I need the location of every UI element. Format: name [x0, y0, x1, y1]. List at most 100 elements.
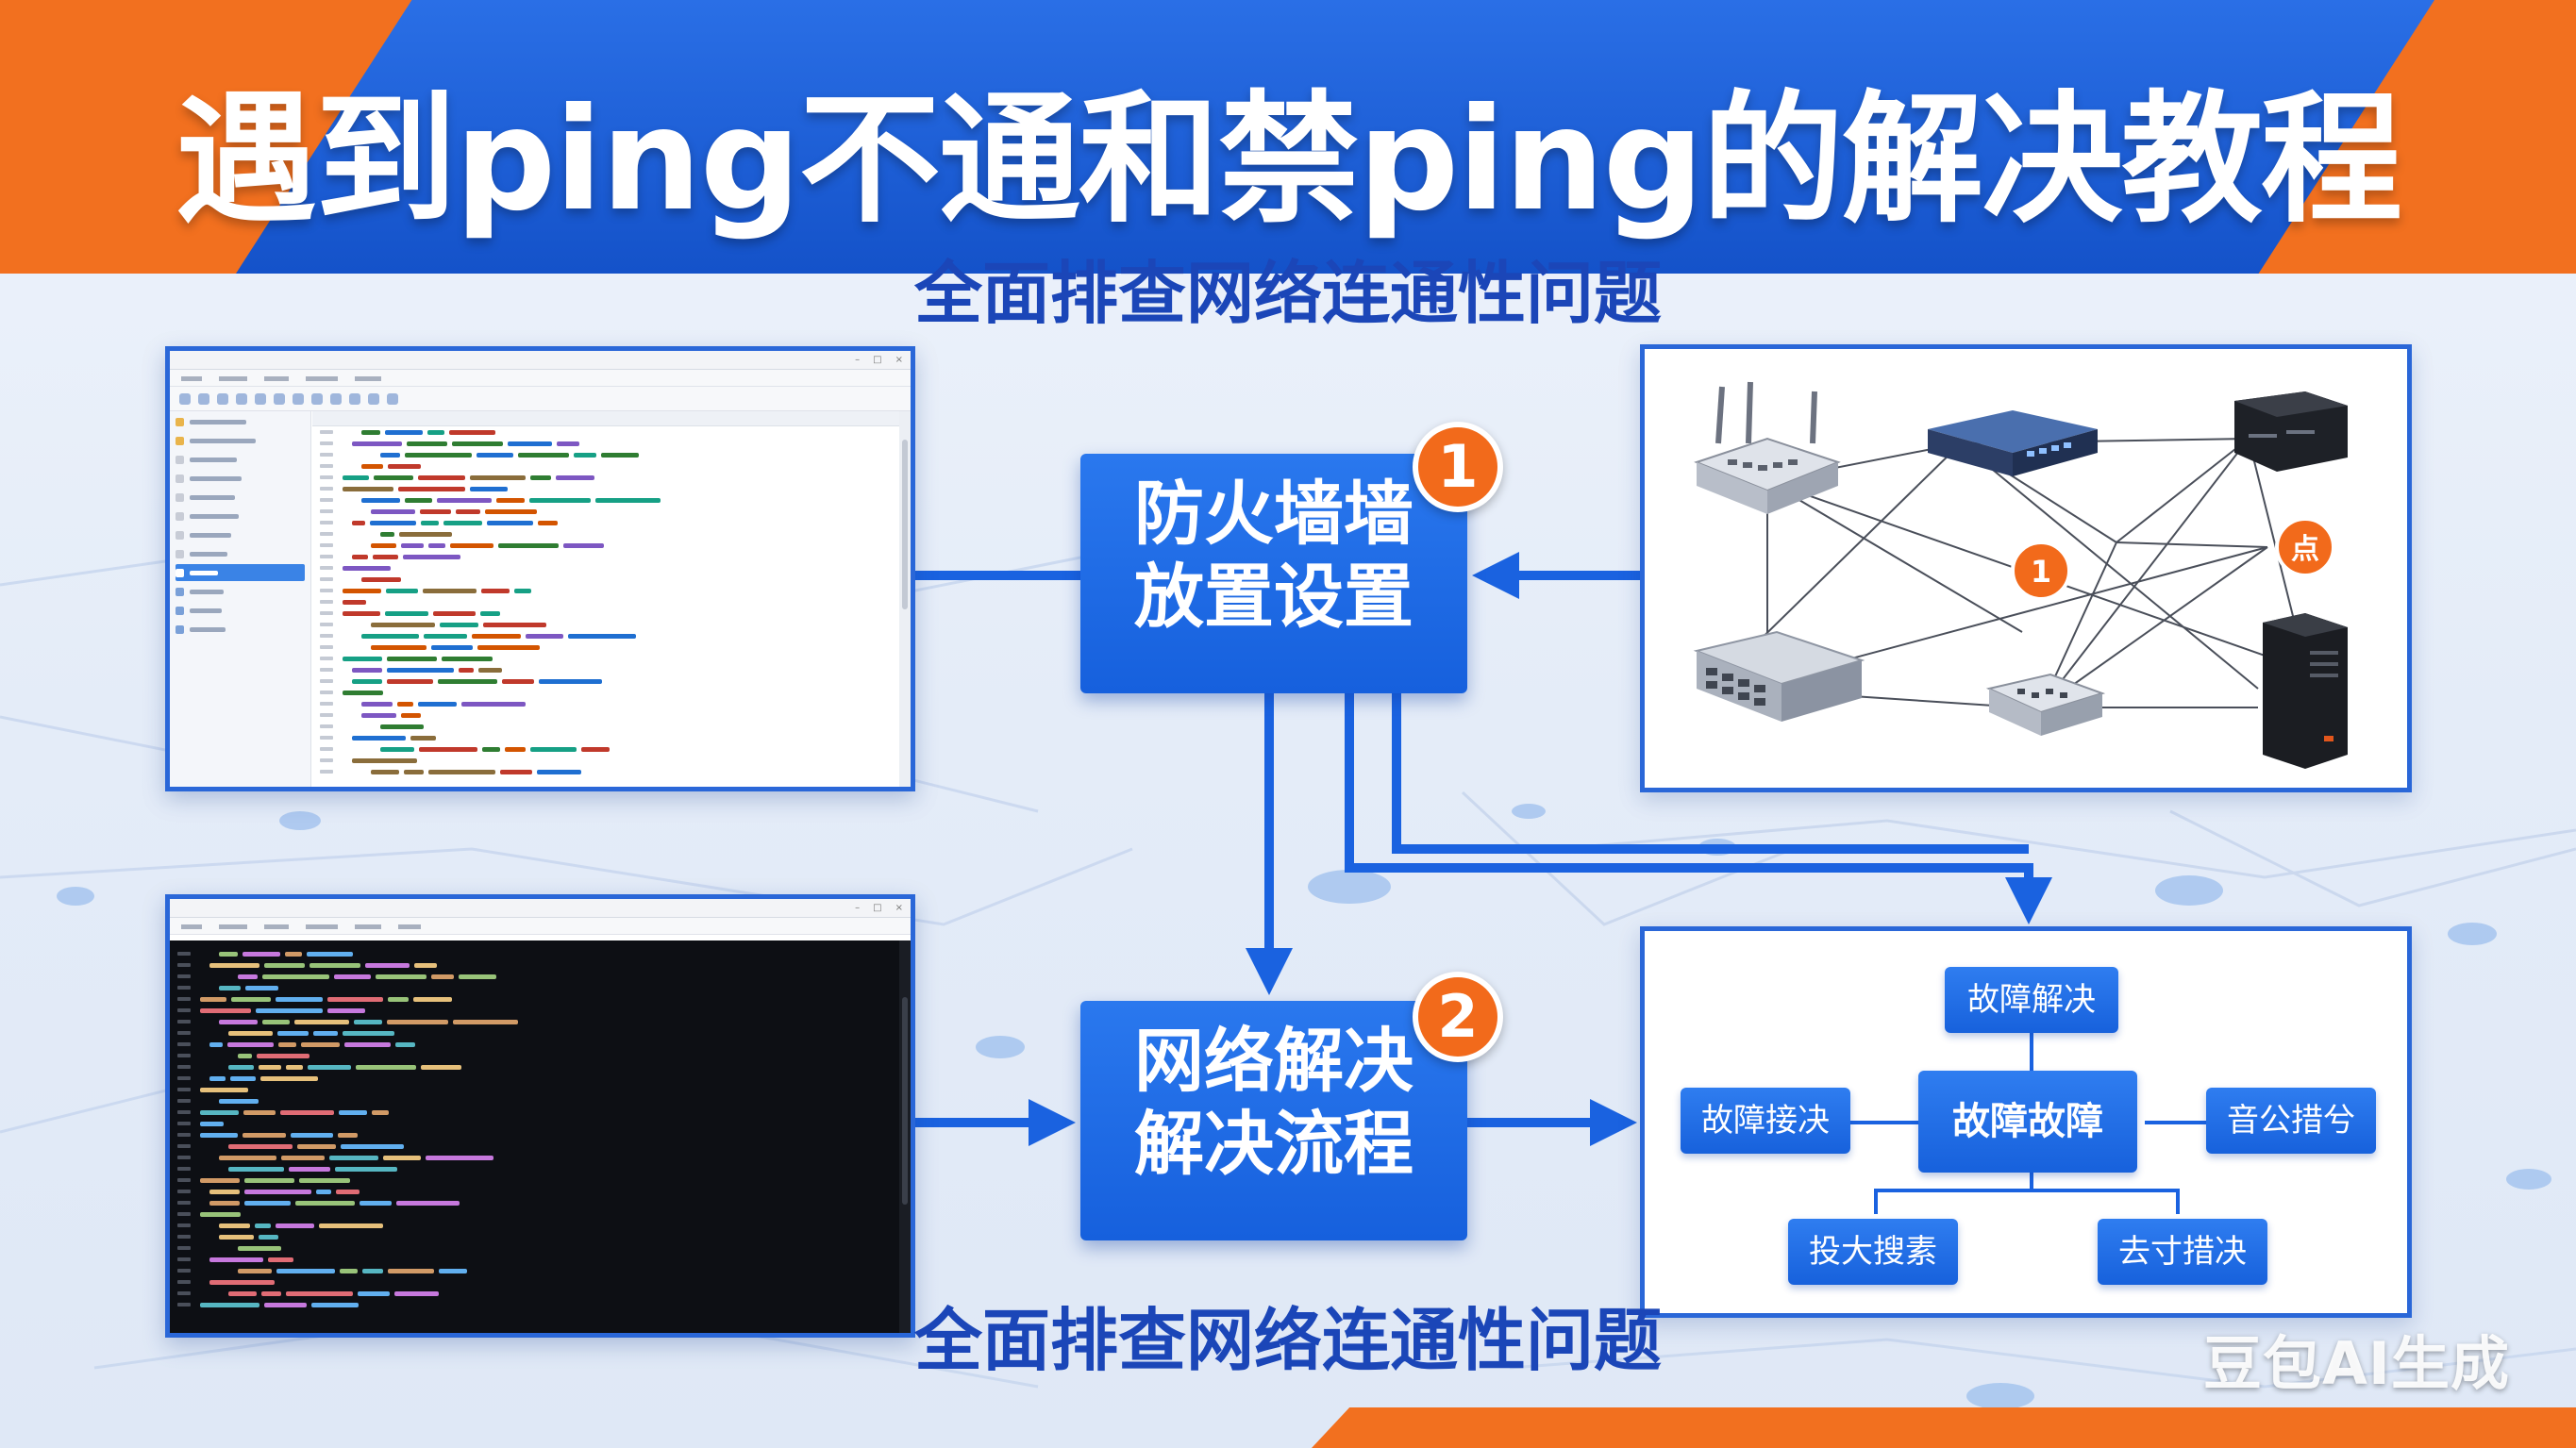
code-line — [312, 483, 899, 494]
code-line — [170, 1174, 899, 1186]
code-line — [170, 1050, 899, 1061]
code-editor-light — [312, 411, 899, 787]
code-line — [312, 619, 899, 630]
step-2-badge: 2 — [1413, 972, 1503, 1062]
code-line — [312, 528, 899, 540]
code-line — [170, 1061, 899, 1073]
code-line — [170, 1027, 899, 1039]
code-line — [312, 574, 899, 585]
code-line — [312, 449, 899, 460]
code-line — [170, 1095, 899, 1107]
code-line — [312, 675, 899, 687]
code-line — [170, 1016, 899, 1027]
code-line — [170, 1276, 899, 1288]
scrollbar — [899, 411, 911, 787]
code-line — [312, 732, 899, 743]
code-line — [170, 1129, 899, 1140]
switch-icon — [1928, 410, 2098, 476]
editor-tabs — [312, 411, 899, 426]
code-line — [170, 993, 899, 1005]
page-title: 遇到ping不通和禁ping的解决教程 — [176, 78, 2402, 242]
step-2-line2: 解决流程 — [1134, 1104, 1413, 1185]
code-line — [170, 1186, 899, 1197]
network-node-label: 1 — [2031, 554, 2051, 590]
window-titlebar: –□× — [170, 351, 911, 370]
server-tower-icon — [2263, 613, 2348, 769]
step-1-line2: 放置设置 — [1134, 557, 1413, 638]
flow-node-right: 音公措兮 — [2206, 1088, 2376, 1154]
flow-node-bottom-right: 去寸措决 — [2098, 1219, 2267, 1285]
footer-orange-accent — [1312, 1407, 2576, 1448]
switch-icon — [1693, 630, 1865, 722]
code-line — [312, 709, 899, 721]
code-line — [312, 653, 899, 664]
code-line — [312, 562, 899, 574]
code-line — [312, 506, 899, 517]
code-line — [170, 1220, 899, 1231]
header-banner — [236, 0, 2434, 274]
network-node-label: 点 — [2291, 533, 2319, 566]
code-line — [170, 1288, 899, 1299]
ai-watermark: 豆包AI生成 — [2202, 1329, 2510, 1398]
file-tree-sidebar — [170, 411, 311, 787]
code-line — [312, 607, 899, 619]
code-line — [170, 959, 899, 971]
code-editor-dark — [170, 940, 899, 1333]
step-1-badge: 1 — [1413, 422, 1503, 512]
step-1-line1: 防火墙墙 — [1134, 474, 1413, 555]
code-line — [312, 721, 899, 732]
code-line — [170, 971, 899, 982]
flow-node-left: 故障接决 — [1681, 1088, 1850, 1154]
code-line — [312, 494, 899, 506]
code-line — [170, 1208, 899, 1220]
code-line — [170, 1152, 899, 1163]
window-controls: –□× — [855, 903, 903, 913]
code-line — [312, 596, 899, 607]
code-line — [312, 426, 899, 438]
code-line — [312, 743, 899, 755]
code-line — [312, 755, 899, 766]
code-line — [170, 1254, 899, 1265]
code-line — [312, 630, 899, 641]
code-line — [312, 585, 899, 596]
code-line — [312, 687, 899, 698]
flow-node-center: 故障故障 — [1918, 1071, 2137, 1173]
code-line — [170, 1073, 899, 1084]
network-node-orange — [2275, 517, 2335, 577]
code-line — [170, 1107, 899, 1118]
code-line — [170, 1197, 899, 1208]
ide-screenshot-light: –□× — [165, 346, 915, 791]
code-line — [312, 551, 899, 562]
network-diagram-panel: 1 点 — [1640, 344, 2412, 792]
code-line — [312, 517, 899, 528]
flow-node-bottom-left: 投大搜素 — [1788, 1219, 1958, 1285]
code-line — [170, 1231, 899, 1242]
code-line — [170, 1039, 899, 1050]
step-1-box: 防火墙墙 放置设置 — [1080, 454, 1467, 693]
flow-node-top: 故障解决 — [1945, 967, 2118, 1033]
router-icon — [1694, 381, 1841, 514]
code-line — [312, 472, 899, 483]
ide-screenshot-dark: –□× — [165, 894, 915, 1338]
code-line — [170, 982, 899, 993]
step-2-box: 网络解决 解决流程 — [1080, 1001, 1467, 1240]
code-line — [170, 1299, 899, 1310]
troubleshoot-flow-panel: 故障解决 故障接决 故障故障 音公措兮 投大搜素 去寸措决 — [1640, 926, 2412, 1318]
server-icon — [2234, 391, 2348, 472]
code-line — [312, 766, 899, 777]
code-line — [312, 460, 899, 472]
scrollbar — [899, 940, 911, 1333]
window-titlebar: –□× — [170, 899, 911, 918]
window-toolbar — [170, 387, 911, 411]
code-line — [170, 1242, 899, 1254]
code-line — [312, 438, 899, 449]
router-icon — [1985, 673, 2106, 736]
code-line — [170, 1084, 899, 1095]
code-line — [170, 1265, 899, 1276]
code-line — [170, 1005, 899, 1016]
window-menubar — [170, 918, 911, 935]
code-line — [170, 1163, 899, 1174]
window-menubar — [170, 370, 911, 387]
